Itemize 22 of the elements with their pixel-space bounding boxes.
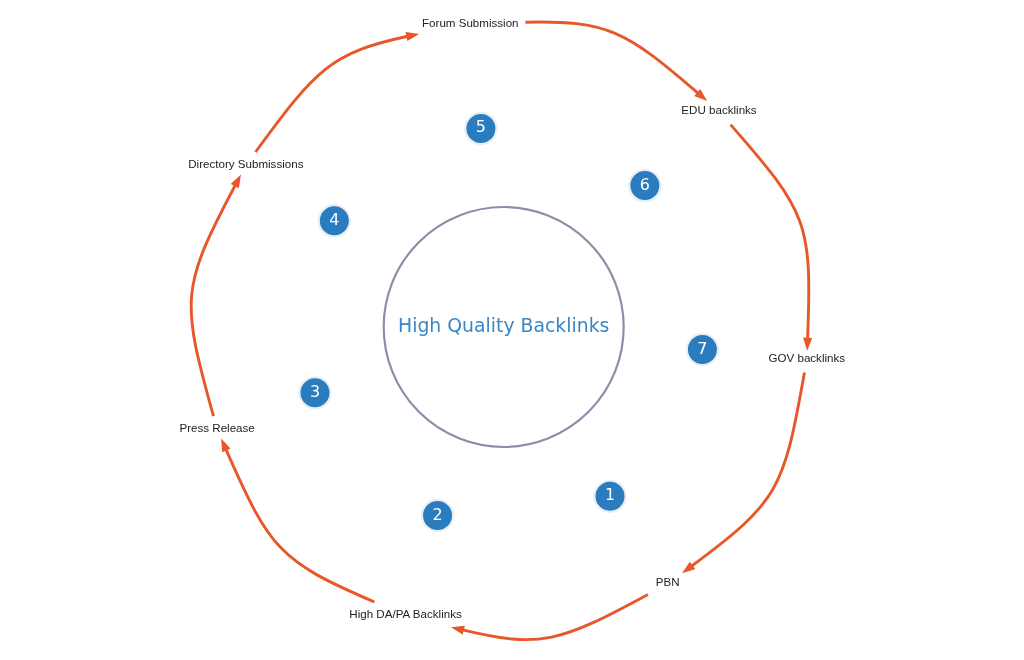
- node-circle: High Quality Backlinks: [382, 205, 625, 449]
- node-text: PBN: [655, 576, 680, 589]
- arrow: [728, 123, 812, 351]
- arrow: [253, 32, 419, 153]
- node-circle: 4: [317, 204, 351, 238]
- node-circle: 3: [297, 376, 332, 410]
- node-circle: 2: [420, 498, 454, 533]
- node-text: High DA/PA Backlinks: [348, 607, 462, 620]
- node-circle: 6: [627, 168, 662, 203]
- arrow: [681, 372, 806, 574]
- node-circle: 5: [463, 111, 498, 146]
- arrow: [220, 438, 375, 604]
- node-circle: 7: [685, 332, 719, 367]
- node-text: Forum Submission: [421, 17, 519, 30]
- node-text: Directory Submissions: [187, 158, 303, 171]
- node-text: Press Release: [178, 421, 255, 434]
- node-text: EDU backlinks: [680, 104, 757, 117]
- arrow: [189, 174, 241, 417]
- arrow: [450, 593, 649, 642]
- arrow: [524, 20, 707, 102]
- node-text: GOV backlinks: [768, 352, 845, 365]
- node-circle: 1: [592, 479, 627, 513]
